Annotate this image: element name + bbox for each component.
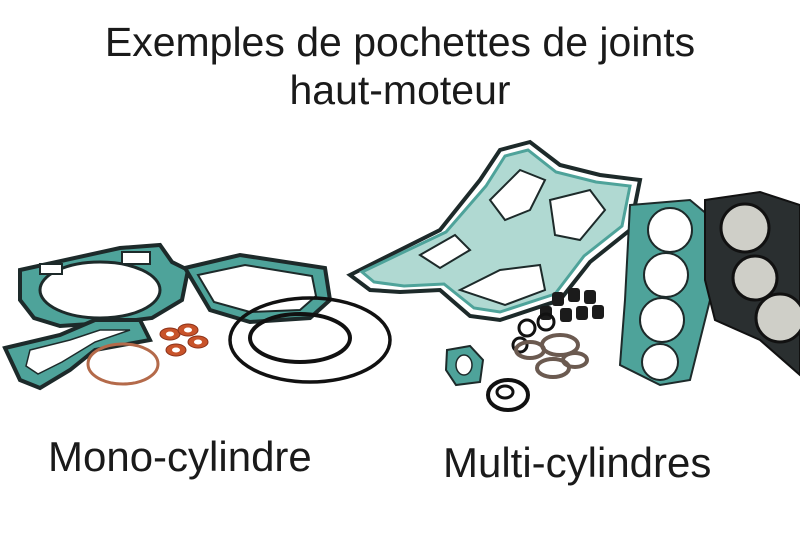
mono-cylinder-kit [2,242,392,391]
o-ring-bottom-small [495,384,515,400]
copper-ring [86,342,160,386]
caption-mono-cylinder: Mono-cylindre [48,433,312,480]
o-ring-small [248,312,352,364]
title-line-1: Exemples de pochettes de joints [104,19,696,65]
multi-cylinder-kit [346,139,800,412]
small-seals [511,312,589,379]
o-ring-large [228,296,392,384]
caption-multi-cylinder: Multi-cylindres [443,439,712,486]
title-line-2: haut-moteur [289,67,511,113]
copper-washers [159,323,209,357]
o-ring-bottom-large [486,378,530,412]
